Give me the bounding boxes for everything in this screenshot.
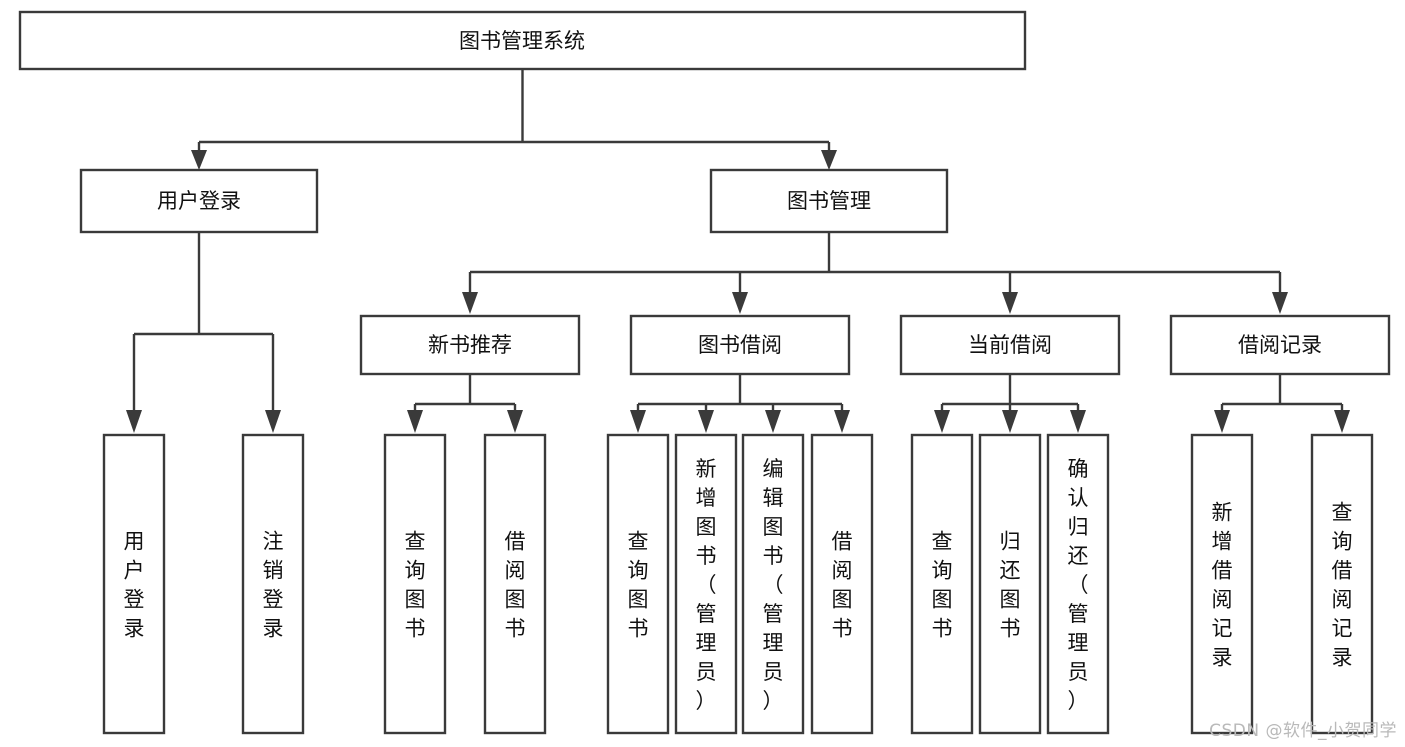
- node-leaf-confirm-return-admin-box[interactable]: [1046, 433, 1110, 735]
- node-book-management[interactable]: 图书管理: [709, 168, 949, 234]
- node-leaf-confirm-return-admin[interactable]: 确认归还（管理员）: [1046, 433, 1110, 735]
- node-leaf-borrow-book-recommend-label: 借阅图书: [505, 530, 526, 641]
- node-leaf-logout-box[interactable]: [241, 433, 305, 735]
- arrow-head-current-borrow: [1002, 292, 1018, 314]
- node-user-login-box[interactable]: [79, 168, 319, 234]
- arrow-head-leaf-edit-book-admin: [765, 410, 781, 433]
- node-leaf-query-book-borrow[interactable]: 查询图书: [606, 433, 670, 735]
- node-leaf-edit-book-admin-box[interactable]: [741, 433, 805, 735]
- node-leaf-edit-book-admin[interactable]: 编辑图书（管理员）: [741, 433, 805, 735]
- node-leaf-add-book-admin[interactable]: 新增图书（管理员）: [674, 433, 738, 735]
- node-new-book-recommend[interactable]: 新书推荐: [359, 314, 581, 376]
- node-leaf-user-login-label: 用户登录: [124, 530, 145, 641]
- node-new-book-recommend-box[interactable]: [359, 314, 581, 376]
- arrow-head-leaf-borrow-book-recommend: [507, 410, 523, 433]
- node-leaf-edit-book-admin-label: 编辑图书（管理员）: [763, 457, 784, 713]
- connector-group-book-borrow-to-leaves: [630, 374, 850, 433]
- node-leaf-borrow-book-label: 借阅图书: [832, 530, 853, 641]
- arrow-head-leaf-query-borrow-record: [1334, 410, 1350, 433]
- connector-group-book-management-to-level2: [462, 232, 1288, 314]
- arrow-head-new-book-recommend: [462, 292, 478, 314]
- node-leaf-borrow-book-recommend-box[interactable]: [483, 433, 547, 735]
- node-root-label: 图书管理系统: [459, 29, 585, 53]
- leaf-node-group: 用户登录 注销登录 查询图书 借阅图书 查询图书 新增图书（管理员）: [102, 433, 1374, 735]
- arrow-head-leaf-query-book-borrow: [630, 410, 646, 433]
- node-root-box[interactable]: [18, 10, 1027, 71]
- node-leaf-add-book-admin-box[interactable]: [674, 433, 738, 735]
- arrow-head-borrow-records: [1272, 292, 1288, 314]
- node-leaf-query-borrow-record-box[interactable]: [1310, 433, 1374, 735]
- node-leaf-return-book-box[interactable]: [978, 433, 1042, 735]
- connector-group-user-login-to-leaves: [126, 232, 281, 433]
- node-book-management-box[interactable]: [709, 168, 949, 234]
- node-current-borrow[interactable]: 当前借阅: [899, 314, 1121, 376]
- arrow-head-leaf-query-book-recommend: [407, 410, 423, 433]
- arrow-head-leaf-borrow-book: [834, 410, 850, 433]
- node-leaf-add-borrow-record-box[interactable]: [1190, 433, 1254, 735]
- node-leaf-user-login-box[interactable]: [102, 433, 166, 735]
- arrow-head-leaf-user-login: [126, 410, 142, 433]
- node-new-book-recommend-label: 新书推荐: [428, 333, 512, 357]
- node-user-login-label: 用户登录: [157, 189, 241, 213]
- node-leaf-query-book-current[interactable]: 查询图书: [910, 433, 974, 735]
- arrow-head-book-management: [821, 150, 837, 170]
- arrow-head-leaf-return-book: [1002, 410, 1018, 433]
- node-user-login[interactable]: 用户登录: [79, 168, 319, 234]
- arrow-head-leaf-add-borrow-record: [1214, 410, 1230, 433]
- node-leaf-borrow-book[interactable]: 借阅图书: [810, 433, 874, 735]
- node-leaf-query-book-recommend-label: 查询图书: [405, 530, 426, 641]
- node-borrow-records-box[interactable]: [1169, 314, 1391, 376]
- arrow-head-leaf-query-book-current: [934, 410, 950, 433]
- arrow-head-book-borrow: [732, 292, 748, 314]
- node-current-borrow-box[interactable]: [899, 314, 1121, 376]
- arrow-head-leaf-confirm-return-admin: [1070, 410, 1086, 433]
- connector-group-borrow-records-to-leaves: [1214, 374, 1350, 433]
- node-leaf-logout-label: 注销登录: [263, 530, 284, 641]
- node-leaf-query-book-borrow-label: 查询图书: [628, 530, 649, 641]
- node-leaf-query-book-current-label: 查询图书: [932, 530, 953, 641]
- node-leaf-borrow-book-box[interactable]: [810, 433, 874, 735]
- node-leaf-add-borrow-record-label: 新增借阅记录: [1212, 501, 1233, 670]
- node-leaf-query-book-borrow-box[interactable]: [606, 433, 670, 735]
- node-leaf-query-book-recommend[interactable]: 查询图书: [383, 433, 447, 735]
- node-leaf-query-borrow-record[interactable]: 查询借阅记录: [1310, 433, 1374, 735]
- arrow-head-user-login: [191, 150, 207, 170]
- node-book-borrow-label: 图书借阅: [698, 333, 782, 357]
- node-leaf-logout[interactable]: 注销登录: [241, 433, 305, 735]
- node-book-management-label: 图书管理: [787, 189, 871, 213]
- node-current-borrow-label: 当前借阅: [968, 333, 1052, 357]
- node-leaf-return-book[interactable]: 归还图书: [978, 433, 1042, 735]
- node-leaf-query-borrow-record-label: 查询借阅记录: [1332, 501, 1353, 670]
- node-leaf-add-borrow-record[interactable]: 新增借阅记录: [1190, 433, 1254, 735]
- node-leaf-return-book-label: 归还图书: [1000, 530, 1021, 641]
- arrow-head-leaf-add-book-admin: [698, 410, 714, 433]
- node-borrow-records-label: 借阅记录: [1238, 333, 1322, 357]
- node-leaf-query-book-current-box[interactable]: [910, 433, 974, 735]
- node-leaf-user-login[interactable]: 用户登录: [102, 433, 166, 735]
- node-leaf-borrow-book-recommend[interactable]: 借阅图书: [483, 433, 547, 735]
- arrow-head-leaf-logout: [265, 410, 281, 433]
- node-borrow-records[interactable]: 借阅记录: [1169, 314, 1391, 376]
- node-leaf-add-book-admin-label: 新增图书（管理员）: [696, 457, 717, 713]
- node-leaf-confirm-return-admin-label: 确认归还（管理员）: [1068, 457, 1089, 713]
- node-root[interactable]: 图书管理系统: [18, 10, 1027, 71]
- node-leaf-query-book-recommend-box[interactable]: [383, 433, 447, 735]
- node-book-borrow-box[interactable]: [629, 314, 851, 376]
- node-book-borrow[interactable]: 图书借阅: [629, 314, 851, 376]
- connector-group-root-to-level1: [191, 69, 837, 170]
- connector-group-current-borrow-to-leaves: [934, 374, 1086, 433]
- csdn-watermark: CSDN @软件_小贺同学: [1209, 721, 1397, 741]
- connector-group-new-book-recommend-to-leaves: [407, 374, 523, 433]
